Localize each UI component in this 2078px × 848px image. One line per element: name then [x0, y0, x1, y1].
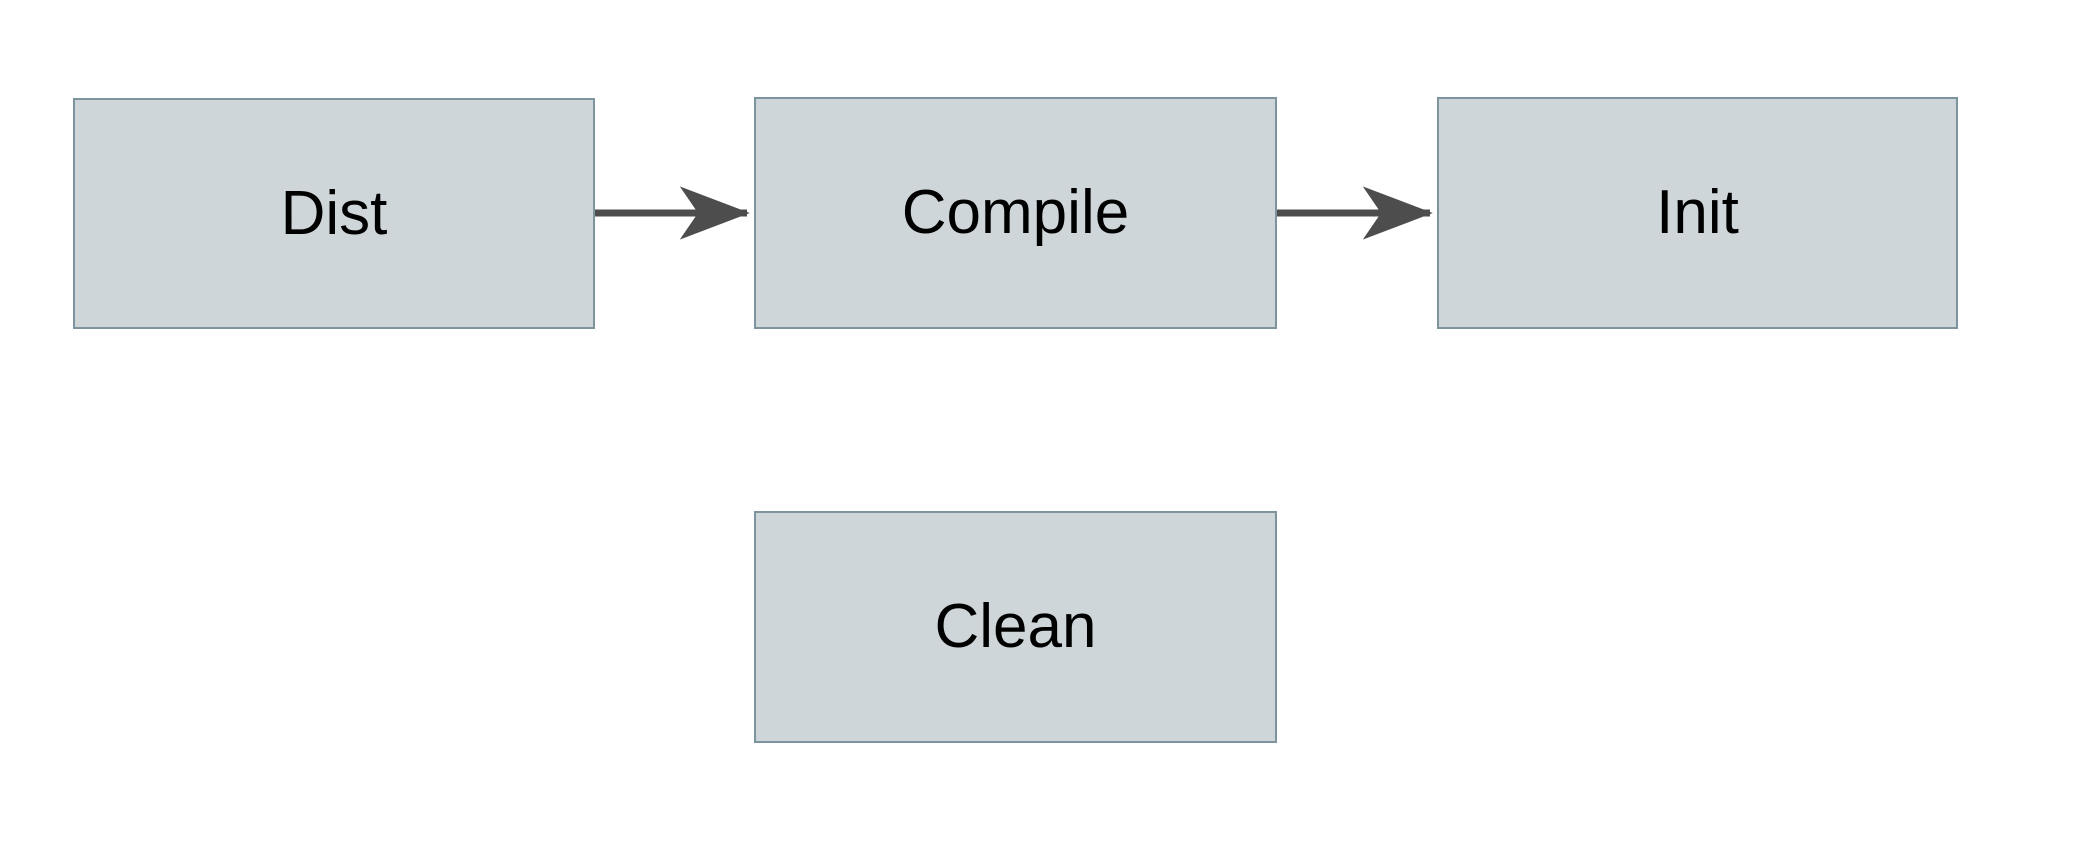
node-label: Compile — [901, 178, 1130, 247]
node-compile[interactable]: Compile — [754, 97, 1277, 329]
node-clean[interactable]: Clean — [754, 511, 1277, 743]
node-label: Clean — [934, 592, 1097, 661]
node-init[interactable]: Init — [1437, 97, 1958, 329]
node-label: Init — [1656, 178, 1739, 247]
node-label: Dist — [280, 178, 388, 248]
node-dist[interactable]: Dist — [73, 98, 595, 329]
